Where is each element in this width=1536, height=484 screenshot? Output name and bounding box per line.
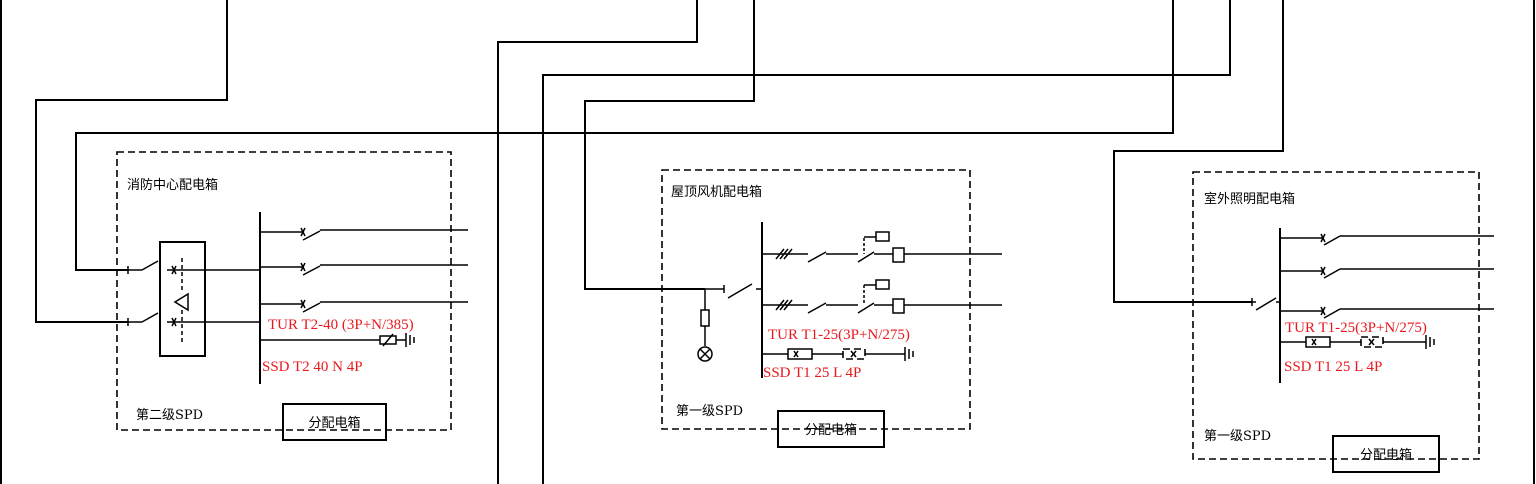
transfer-switch-box: [159, 241, 206, 357]
feeder-cable-6: [1113, 0, 1284, 303]
spd-model-label: TUR T1-25(3P+N/275): [1285, 320, 1427, 336]
panel-title: 屋顶风机配电箱: [671, 184, 762, 200]
panel-boundary: [1192, 171, 1480, 460]
indicator-lamp-icon: [697, 346, 713, 362]
motor-feeder-2: [762, 279, 1002, 314]
feeder-cable-2: [75, 0, 1174, 271]
spd-icon: [1305, 336, 1331, 348]
fuse-icon: [700, 309, 710, 327]
feeder-cable-1: [35, 0, 228, 323]
panel-boundary: [661, 169, 971, 430]
spd-level-label: 第一级SPD: [1204, 429, 1271, 444]
distribution-box: [1332, 435, 1440, 473]
feeder-cables: [35, 0, 1284, 484]
spd-icon: [787, 348, 813, 360]
feeder-cable-5: [584, 0, 755, 290]
contactor-coil-icon: [875, 279, 890, 290]
spd-level-label: 第二级SPD: [136, 408, 203, 423]
spd-level-label: 第一级SPD: [676, 404, 743, 419]
transfer-arrow-icon: [173, 292, 189, 312]
distribution-box-label: 分配电箱: [805, 422, 857, 438]
fuse-model-label: SSD T2 40 N 4P: [262, 359, 363, 375]
outgoing-breakers: [1280, 233, 1494, 319]
motor-feeder-1: [762, 231, 1002, 263]
distribution-box: [282, 403, 387, 441]
distribution-box: [777, 410, 885, 448]
feeder-cable-4: [542, 0, 1231, 484]
panel-roof-fan: 屋顶风机配电箱: [661, 169, 1002, 448]
panel-fire-center: 消防中心配电箱: [116, 151, 468, 441]
fuse-model-label: SSD T1 25 L 4P: [1284, 359, 1382, 375]
panel-title: 室外照明配电箱: [1204, 191, 1295, 207]
spd-model-label: TUR T2-40 (3P+N/385): [268, 317, 414, 333]
thermal-relay-icon: [892, 298, 905, 314]
feeder-cable-3: [497, 0, 698, 484]
contactor-coil-icon: [875, 231, 890, 242]
distribution-box-label: 分配电箱: [1360, 447, 1412, 463]
panel-outdoor-light: 室外照明配电箱: [1192, 171, 1494, 473]
fuse-model-label: SSD T1 25 L 4P: [763, 365, 861, 381]
thermal-relay-icon: [892, 247, 905, 263]
panel-boundary: [116, 151, 452, 431]
distribution-box-label: 分配电箱: [308, 415, 360, 431]
panel-title: 消防中心配电箱: [127, 177, 218, 193]
spd-model-label: TUR T1-25(3P+N/275): [768, 327, 910, 343]
outgoing-breakers: [260, 227, 468, 313]
